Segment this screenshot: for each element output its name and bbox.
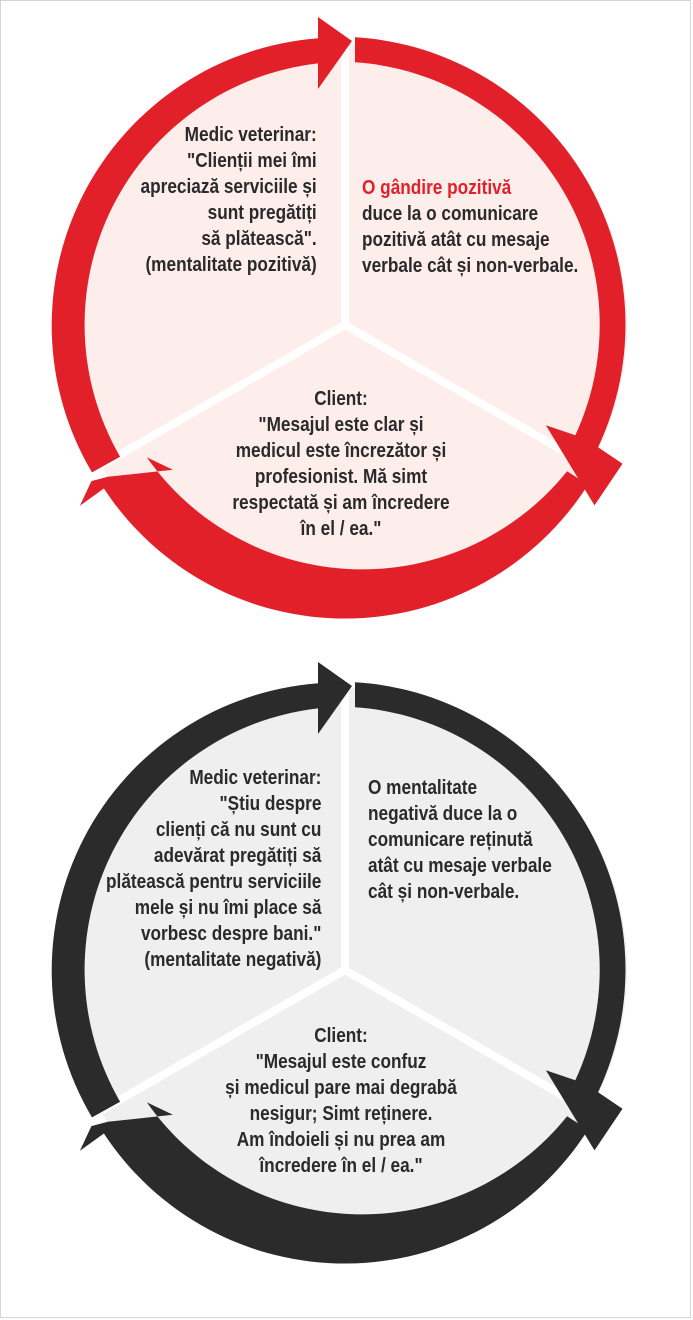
negative-arc-top-left — [51, 662, 352, 1118]
positive-arc-top-left — [51, 17, 353, 473]
positive-highlight: O gândire pozitivă — [362, 176, 512, 199]
positive-arc-top-right — [355, 37, 626, 506]
positive-vet-text: Medic veterinar: "Clienții mei îmi aprec… — [140, 123, 317, 276]
positive-cycle — [51, 17, 627, 619]
negative-arc-bottom — [79, 1102, 589, 1264]
positive-cycle-dividers — [88, 30, 602, 476]
negative-communication-text: O mentalitate negativă duce la o comunic… — [368, 776, 552, 903]
negative-cycle — [51, 662, 627, 1264]
negative-vet-text: Medic veterinar: "Știu despre clienți că… — [105, 766, 321, 971]
positive-cycle-ring — [51, 17, 626, 619]
negative-cycle-dividers — [88, 675, 602, 1121]
negative-cycle-ring — [51, 662, 626, 1264]
negative-client-text: Client: "Mesajul este confuz și medicul … — [225, 1024, 457, 1177]
positive-arc-bottom — [79, 457, 589, 619]
positive-client-text: Client: "Mesajul este clar și medicul es… — [232, 387, 450, 540]
negative-arc-top-right — [355, 682, 626, 1151]
positive-communication-text: O gândire pozitivă duce la o comunicare … — [362, 176, 579, 277]
